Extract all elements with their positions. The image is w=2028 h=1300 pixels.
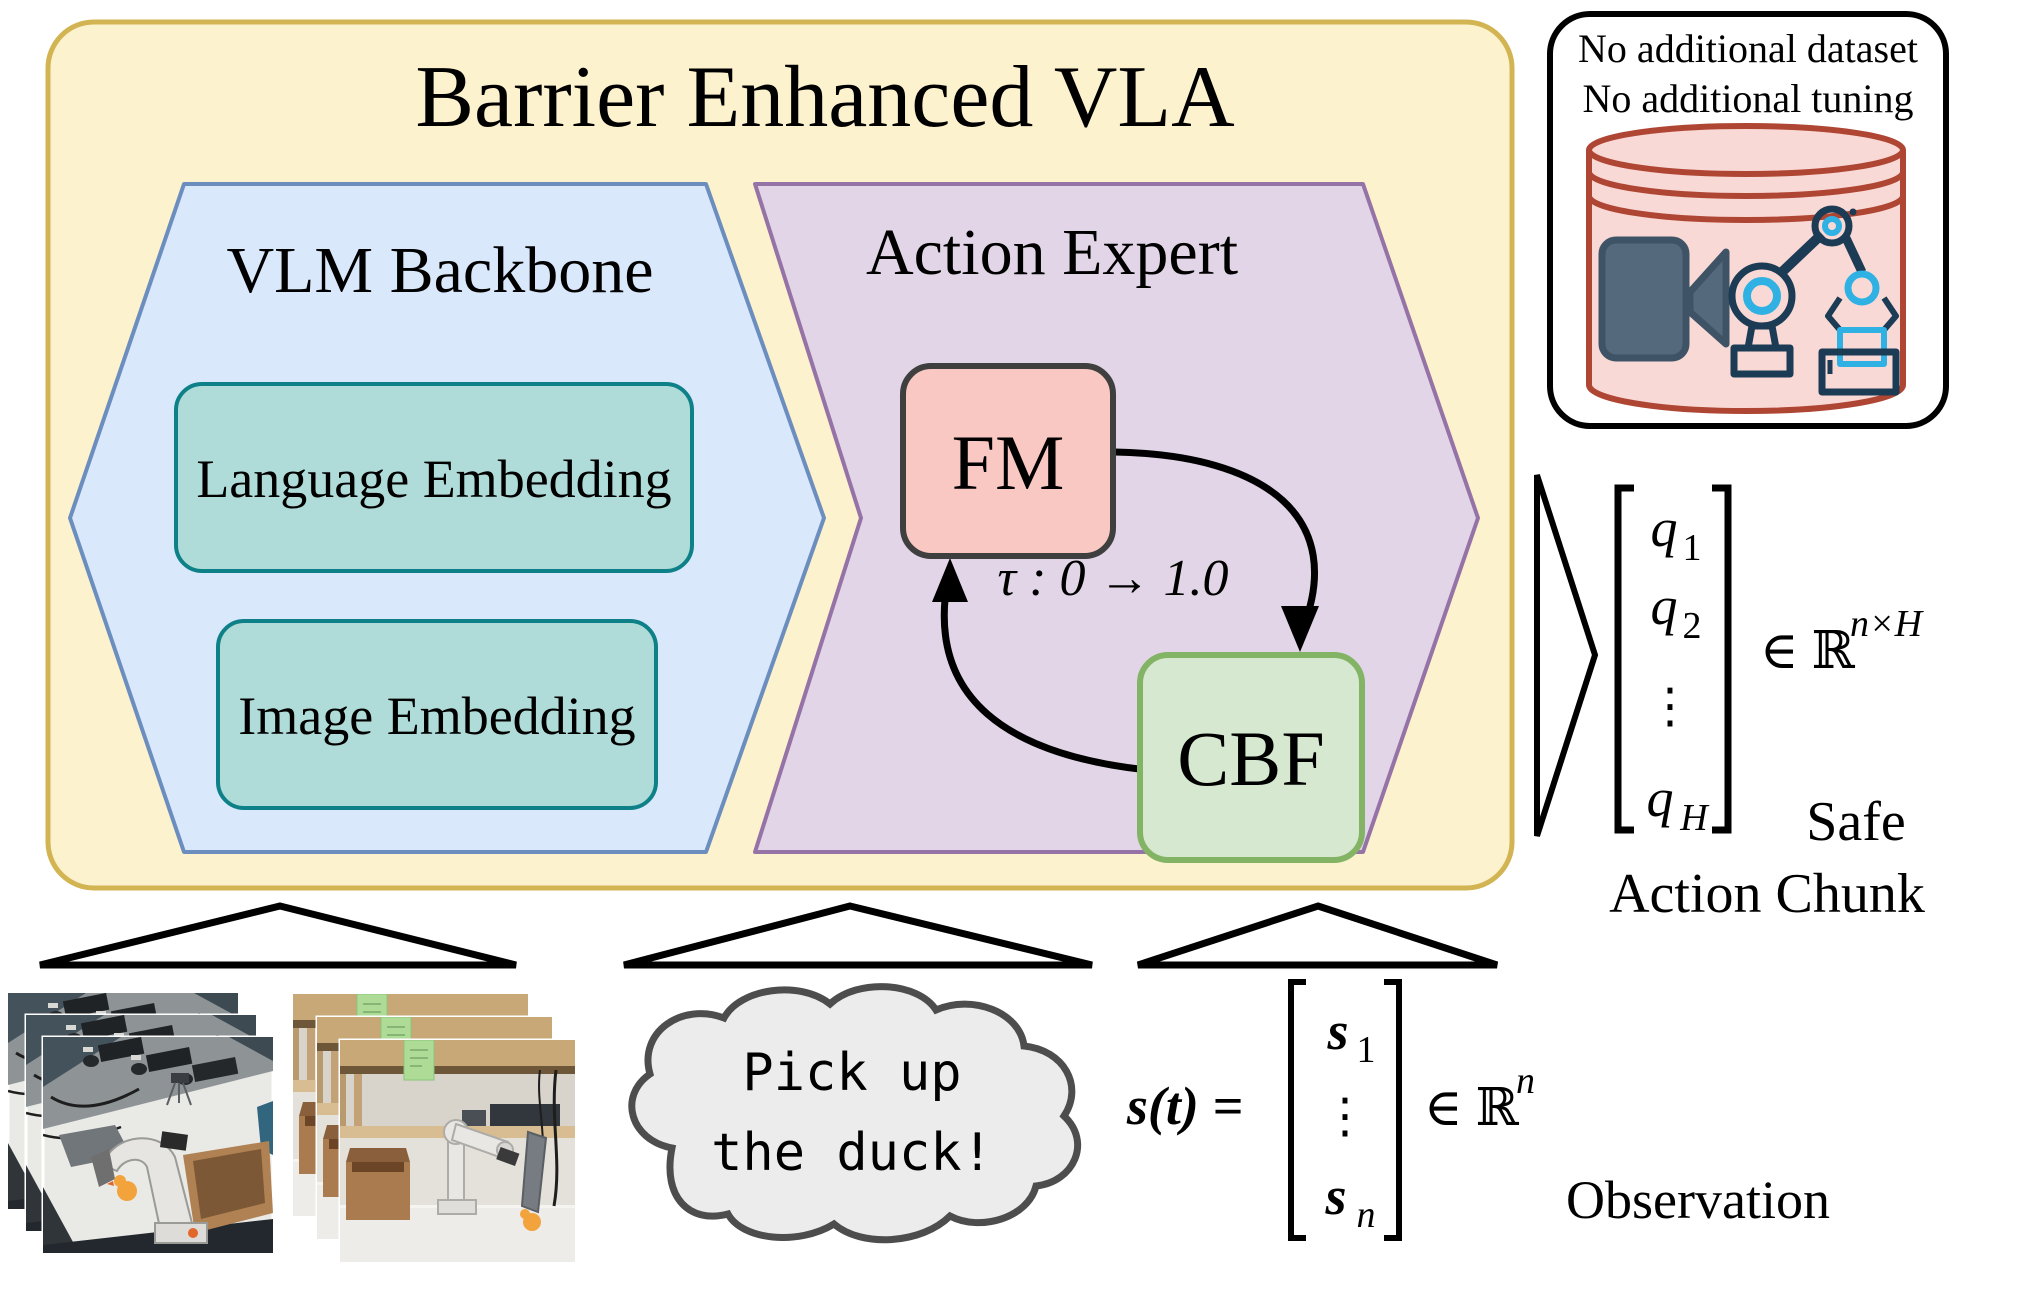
s1-subscript: 1 xyxy=(1357,1029,1376,1071)
output-funnel-triangle xyxy=(1534,474,1599,837)
language-embedding-label: Language Embedding xyxy=(196,449,671,509)
observation-membership-sup: n xyxy=(1516,1060,1535,1102)
fm-box xyxy=(900,363,1116,559)
funnel-triangle-state xyxy=(1136,902,1499,969)
cbf-to-fm-arrow xyxy=(940,574,1151,774)
observation-lhs: s(t) = xyxy=(1126,1076,1243,1136)
s-matrix-left-bracket xyxy=(1288,979,1306,1241)
robot-shoulder-joint xyxy=(1728,262,1796,330)
fm-label: FM xyxy=(952,419,1065,506)
safe-label-line1: Safe xyxy=(1806,791,1906,853)
safe-label-line2: Action Chunk xyxy=(1609,863,1925,925)
s1-entry: s xyxy=(1326,1001,1348,1061)
robot-wrist-ring xyxy=(1844,270,1880,306)
cbf-box xyxy=(1137,652,1365,863)
fm-to-cbf-arrow xyxy=(1111,448,1318,632)
q-matrix-left-bracket xyxy=(1614,484,1634,834)
funnel-triangle-images xyxy=(39,902,517,969)
robot-antenna-dot xyxy=(1849,208,1857,216)
q-matrix-right-bracket xyxy=(1712,484,1732,834)
robot-held-box xyxy=(1837,327,1887,367)
robot-photo-stack-left xyxy=(8,993,273,1253)
cbf-to-fm-arrowhead xyxy=(932,558,968,602)
camera-body xyxy=(1598,236,1690,362)
database-ring-1 xyxy=(1586,171,1906,199)
robot-photo-left-front xyxy=(43,1037,273,1253)
robot-upper-arm xyxy=(1778,230,1826,276)
robot-photo-right-front xyxy=(340,1040,575,1262)
tau-schedule-label: τ : 0 → 1.0 xyxy=(998,550,1229,607)
robot-claw-left xyxy=(1825,296,1843,332)
qh-entry: q xyxy=(1647,768,1674,828)
robot-elbow-joint xyxy=(1811,205,1853,247)
language-embedding-box xyxy=(174,382,694,573)
s-matrix-dots: ⋮ xyxy=(1321,1090,1369,1143)
dataset-note-line2: No additional tuning xyxy=(1582,76,1913,121)
database-ring-2 xyxy=(1586,195,1906,223)
camera-icon xyxy=(1598,236,1730,362)
robot-forearm xyxy=(1841,236,1867,274)
observation-membership: ∈ ℝ xyxy=(1424,1080,1519,1137)
sn-subscript: n xyxy=(1357,1194,1376,1236)
robot-shoulder-ring xyxy=(1743,277,1781,315)
q1-subscript: 1 xyxy=(1683,527,1702,569)
dataset-note-box: No additional dataset No additional tuni… xyxy=(1547,11,1949,429)
observation-formula: s(t) = s 1 ⋮ s n ∈ ℝ n Observation xyxy=(1126,979,1830,1241)
figure-title: Barrier Enhanced VLA xyxy=(415,49,1234,146)
chunk-membership: ∈ ℝ xyxy=(1760,623,1855,680)
image-embedding-label: Image Embedding xyxy=(238,686,635,746)
q2-entry: q xyxy=(1651,576,1678,636)
image-embedding-box xyxy=(216,619,658,810)
camera-lens xyxy=(1686,248,1730,348)
fm-to-cbf-arrowhead xyxy=(1281,606,1319,652)
observation-label: Observation xyxy=(1566,1170,1830,1230)
chunk-membership-sup: n×H xyxy=(1850,603,1925,645)
funnel-triangle-instruction xyxy=(623,902,1093,969)
instruction-line-2: the duck! xyxy=(711,1123,993,1183)
instruction-line-1: Pick up xyxy=(742,1043,961,1103)
robot-claw-right xyxy=(1881,296,1899,332)
robot-arm-icon xyxy=(1728,205,1900,396)
q2-subscript: 2 xyxy=(1683,605,1702,647)
q1-entry: q xyxy=(1651,498,1678,558)
action-expert-label: Action Expert xyxy=(866,216,1238,289)
sn-entry: s xyxy=(1324,1166,1346,1226)
speech-cloud xyxy=(628,983,1082,1244)
robot-platform-box xyxy=(1818,348,1900,396)
database-top xyxy=(1586,123,1906,177)
s-matrix-right-bracket xyxy=(1384,979,1402,1241)
robot-elbow-ring xyxy=(1822,216,1842,236)
q-matrix-dots: ⋮ xyxy=(1646,680,1694,733)
qh-subscript: H xyxy=(1679,797,1710,839)
vlm-backbone-label: VLM Backbone xyxy=(226,234,653,307)
robot-photo-stack-right xyxy=(293,994,575,1262)
safe-action-chunk: q 1 q 2 ⋮ q H ∈ ℝ n×H Safe Action Chunk xyxy=(1534,474,1925,925)
cbf-label: CBF xyxy=(1177,715,1324,802)
dataset-note-line1: No additional dataset xyxy=(1578,26,1918,71)
